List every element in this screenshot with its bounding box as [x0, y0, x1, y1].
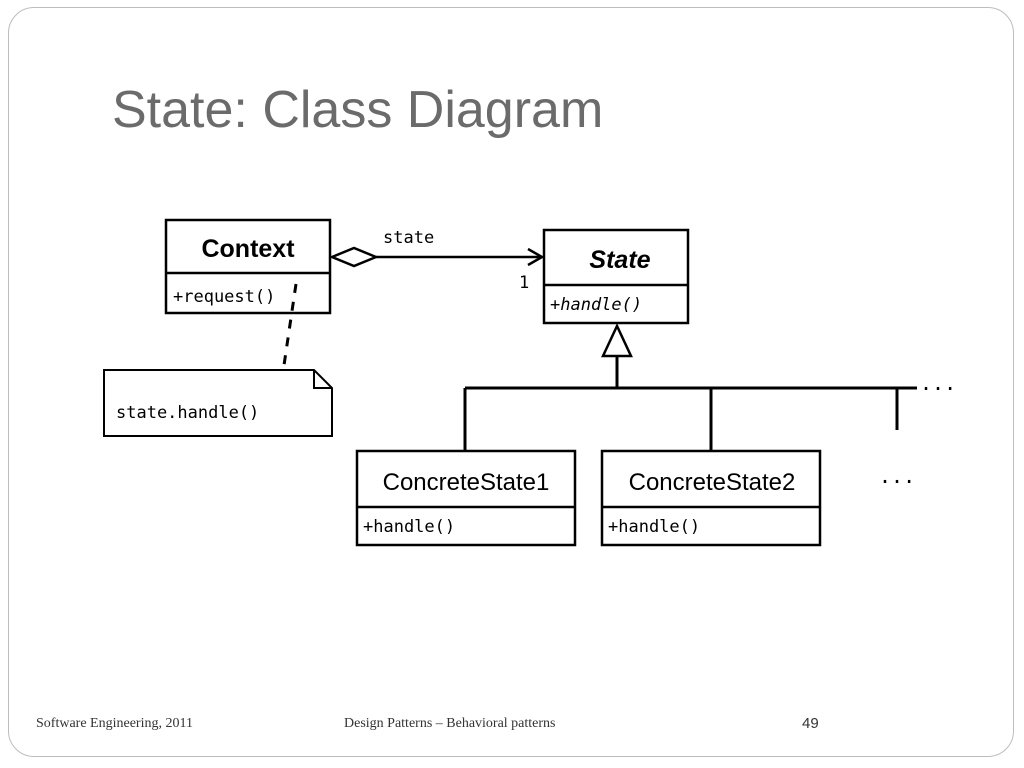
concrete-state2-class: ConcreteState2 +handle(): [600, 449, 822, 547]
note-text: state.handle(): [116, 403, 259, 423]
page-number: 49: [802, 715, 819, 732]
slide-title: State: Class Diagram: [112, 81, 604, 139]
association-multiplicity: 1: [519, 273, 529, 293]
note-fold-icon: [313, 370, 332, 389]
association-arrowhead: [527, 247, 545, 267]
footer-course: Software Engineering, 2011: [36, 716, 193, 731]
ellipsis-top: ...: [920, 371, 956, 395]
context-class: Context +request(): [164, 218, 332, 315]
state-association: state 1: [328, 228, 545, 293]
state-class-operation: +handle(): [550, 295, 642, 315]
context-class-box: [164, 218, 332, 315]
state-class-name: State: [589, 246, 650, 274]
concrete-state2-box: [600, 449, 822, 547]
state-class: State +handle(): [542, 228, 690, 325]
context-class-name: Context: [201, 235, 295, 263]
ellipsis-bottom: ...: [879, 464, 915, 488]
context-class-operation: +request(): [173, 287, 275, 307]
inheritance-triangle: [601, 323, 633, 358]
concrete-state1-class: ConcreteState1 +handle(): [355, 449, 577, 547]
concrete-state1-name: ConcreteState1: [383, 469, 550, 496]
concrete-state1-operation: +handle(): [363, 517, 455, 537]
note: state.handle(): [103, 369, 333, 437]
footer-topic: Design Patterns – Behavioral patterns: [344, 716, 556, 731]
concrete-state2-name: ConcreteState2: [629, 469, 796, 496]
aggregation-diamond: [328, 246, 380, 268]
state-class-box: [542, 228, 690, 325]
concrete-state1-box: [355, 449, 577, 547]
note-shape: [103, 369, 333, 437]
generalization: ...: [463, 323, 956, 451]
association-role-label: state: [383, 228, 434, 248]
concrete-state2-operation: +handle(): [608, 517, 700, 537]
note-connector: [281, 283, 298, 373]
